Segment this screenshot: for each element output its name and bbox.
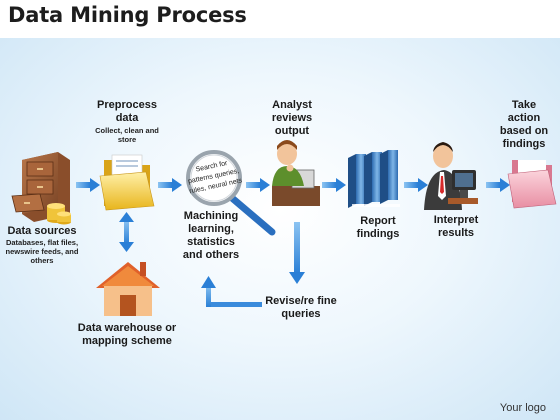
pink-folder-icon (507, 160, 557, 209)
preprocess-detail: Collect, clean and store (95, 126, 159, 144)
flow-arrow-6 (486, 178, 510, 192)
flow-arrow-4 (322, 178, 346, 192)
man-at-computer-icon (424, 142, 478, 210)
preprocess-label: Preprocess data (97, 99, 157, 124)
revise-return-arrow (201, 276, 262, 307)
magnifier-icon (186, 150, 276, 236)
title-band: Data Mining Process (0, 0, 560, 38)
data-sources-detail: Databases, flat files, newswire feeds, a… (5, 238, 79, 265)
report-label: Report findings (356, 215, 400, 240)
data-sources-label: Data sources (7, 225, 77, 237)
footer-logo-text: Your logo (499, 402, 546, 414)
interpret-label: Interpret results (433, 214, 479, 239)
page-title: Data Mining Process (8, 3, 247, 27)
analyst-label: Analyst reviews output (271, 99, 313, 137)
coins-icon (47, 203, 71, 225)
action-label: Take action based on findings (499, 99, 549, 150)
diagram-canvas (0, 38, 560, 420)
yellow-folder-icon (99, 154, 155, 211)
analyst-icon (272, 140, 320, 206)
warehouse-label: Data warehouse or mapping scheme (77, 322, 177, 347)
house-icon (96, 262, 160, 316)
machining-label: Machining learning, statistics and other… (182, 210, 240, 261)
revise-down-arrow (289, 222, 305, 284)
flow-arrow-1 (76, 178, 100, 192)
flow-arrow-3 (246, 178, 270, 192)
flow-arrow-2 (158, 178, 182, 192)
books-icon (348, 150, 400, 208)
warehouse-double-arrow (119, 212, 134, 252)
revise-label: Revise/re fine queries (265, 295, 337, 320)
flow-arrow-5 (404, 178, 428, 192)
